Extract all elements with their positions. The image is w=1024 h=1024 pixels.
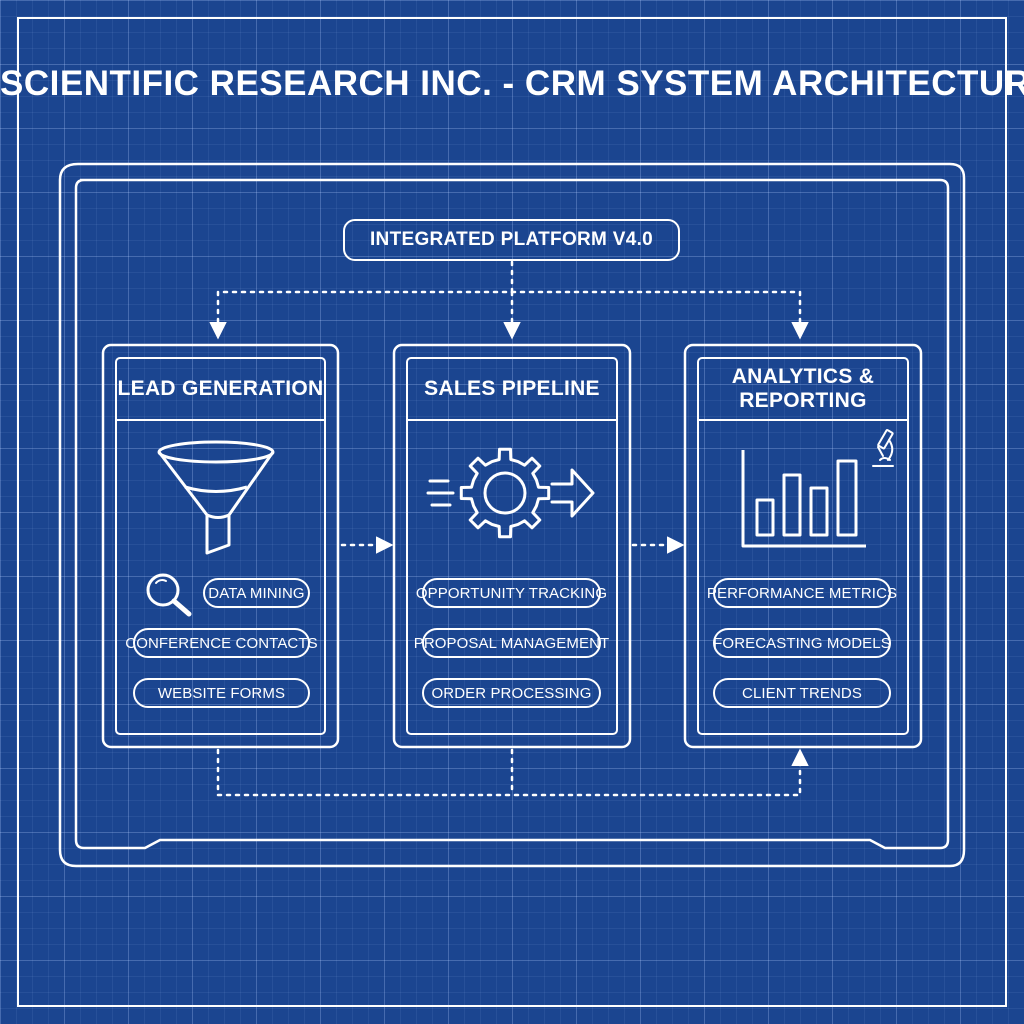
gear-icon	[426, 447, 551, 539]
analytics-card-inner	[697, 357, 909, 735]
funnel-icon	[157, 440, 275, 555]
sheet-border	[17, 17, 1007, 1007]
microscope-icon	[872, 429, 894, 467]
arrow-right-icon	[550, 468, 595, 518]
analytics-reporting-title: ANALYTICS & REPORTING	[698, 365, 908, 413]
system-frame-outer	[58, 162, 966, 868]
order-processing-item: ORDER PROCESSING	[422, 678, 601, 708]
lead-generation-card-outer	[101, 343, 340, 749]
data-mining-item: DATA MINING	[203, 578, 310, 608]
platform-badge: INTEGRATED PLATFORM V4.0	[343, 219, 680, 261]
website-forms-item: WEBSITE FORMS	[133, 678, 310, 708]
proposal-management-item: PROPOSAL MANAGEMENT	[414, 628, 609, 658]
bar-chart-icon	[741, 450, 866, 548]
analytics-card-outer	[683, 343, 923, 749]
analytics-title-line-1: ANALYTICS &	[731, 365, 875, 388]
lead-generation-title: LEAD GENERATION	[117, 377, 324, 400]
conference-contacts-item: CONFERENCE CONTACTS	[125, 628, 318, 658]
client-trends-item: CLIENT TRENDS	[713, 678, 891, 708]
performance-metrics-item: PERFORMANCE METRICS	[707, 578, 897, 608]
feedback-loop-connector	[216, 748, 809, 797]
lead-generation-card-inner	[115, 357, 326, 735]
system-frame-inner	[74, 178, 950, 850]
magnifier-icon	[146, 573, 192, 617]
sales-pipeline-card-inner	[406, 357, 618, 735]
analytics-title-line-2: REPORTING	[739, 389, 867, 412]
page-title: SCIENTIFIC RESEARCH INC. - CRM SYSTEM AR…	[0, 64, 1024, 103]
platform-to-lead-connector	[209, 260, 514, 340]
platform-to-analytics-connector	[510, 290, 809, 340]
forecasting-models-item: FORECASTING MODELS	[713, 628, 891, 658]
sales-pipeline-card-outer	[392, 343, 632, 749]
opportunity-tracking-item: OPPORTUNITY TRACKING	[416, 578, 607, 608]
sales-pipeline-title: SALES PIPELINE	[424, 377, 600, 400]
